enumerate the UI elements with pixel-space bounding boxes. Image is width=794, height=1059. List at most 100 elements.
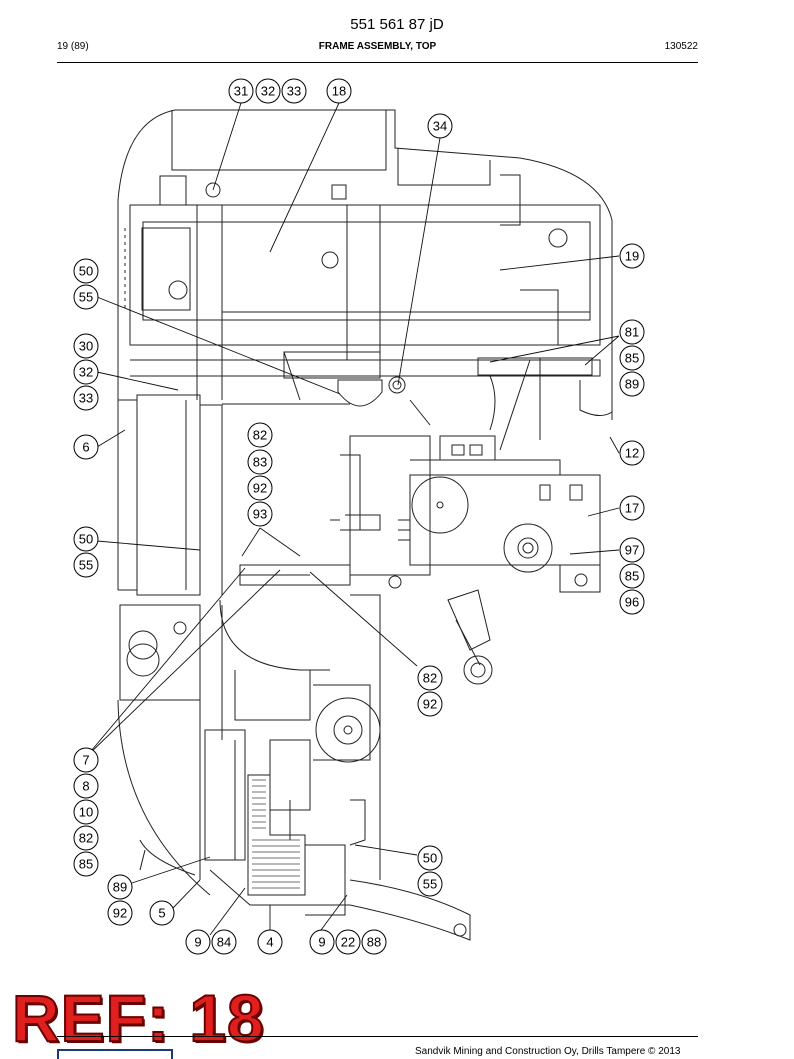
callout-label: 85	[625, 569, 639, 584]
callout-label: 4	[266, 935, 273, 950]
callout-9: 9	[185, 929, 211, 955]
callout-85: 85	[619, 345, 645, 371]
callout-label: 19	[625, 249, 639, 264]
callout-balloon	[417, 845, 443, 871]
callout-label: 82	[253, 428, 267, 443]
callout-7: 7	[73, 747, 99, 773]
callout-82: 82	[247, 422, 273, 448]
callout-label: 6	[82, 440, 89, 455]
callout-balloon	[255, 78, 281, 104]
callout-balloon	[73, 799, 99, 825]
frame-outline	[117, 109, 613, 941]
callout-label: 89	[625, 377, 639, 392]
callout-balloon	[73, 747, 99, 773]
callout-85: 85	[73, 851, 99, 877]
callout-balloon	[73, 773, 99, 799]
callout-82: 82	[417, 665, 443, 691]
callout-label: 85	[625, 351, 639, 366]
callout-label: 84	[217, 935, 231, 950]
callout-32: 32	[255, 78, 281, 104]
callout-balloon	[619, 440, 645, 466]
callout-label: 97	[625, 543, 639, 558]
callout-label: 32	[79, 365, 93, 380]
callout-balloon	[247, 475, 273, 501]
callout-label: 7	[82, 753, 89, 768]
callout-label: 5	[158, 906, 165, 921]
callout-balloon	[73, 434, 99, 460]
callout-label: 55	[79, 558, 93, 573]
callout-label: 8	[82, 779, 89, 794]
callout-12: 12	[619, 440, 645, 466]
callout-92: 92	[107, 900, 133, 926]
callout-22: 22	[335, 929, 361, 955]
page-title: FRAME ASSEMBLY, TOP	[318, 41, 437, 52]
footer-copyright: Sandvik Mining and Construction Oy, Dril…	[415, 1046, 681, 1057]
callout-label: 9	[318, 935, 325, 950]
callout-label: 81	[625, 325, 639, 340]
callout-label: 9	[194, 935, 201, 950]
callout-89: 89	[107, 874, 133, 900]
callout-label: 88	[367, 935, 381, 950]
callout-label: 31	[234, 84, 248, 99]
callout-50: 50	[417, 845, 443, 871]
callout-balloon	[73, 385, 99, 411]
callout-label: 83	[253, 455, 267, 470]
callout-label: 32	[261, 84, 275, 99]
callout-label: 92	[423, 697, 437, 712]
grill-slots	[252, 779, 300, 889]
callout-balloon	[361, 929, 387, 955]
callout-89: 89	[619, 371, 645, 397]
callout-31: 31	[228, 78, 254, 104]
callout-96: 96	[619, 589, 645, 615]
callout-balloon	[228, 78, 254, 104]
callout-84: 84	[211, 929, 237, 955]
callout-50: 50	[73, 526, 99, 552]
callout-4: 4	[257, 929, 283, 955]
callout-82: 82	[73, 825, 99, 851]
callout-label: 89	[113, 880, 127, 895]
callout-balloon	[417, 665, 443, 691]
callout-label: 12	[625, 446, 639, 461]
callout-10: 10	[73, 799, 99, 825]
callout-label: 30	[79, 339, 93, 354]
callout-label: 34	[433, 119, 447, 134]
callout-label: 85	[79, 857, 93, 872]
callout-balloon	[149, 900, 175, 926]
callout-label: 55	[79, 290, 93, 305]
callout-55: 55	[73, 552, 99, 578]
callout-81: 81	[619, 319, 645, 345]
callout-balloon	[619, 371, 645, 397]
callout-label: 82	[423, 671, 437, 686]
callout-85: 85	[619, 563, 645, 589]
callout-balloon	[247, 422, 273, 448]
callout-balloon	[427, 113, 453, 139]
callout-label: 50	[79, 532, 93, 547]
callout-label: 33	[287, 84, 301, 99]
callout-balloon	[309, 929, 335, 955]
callout-18: 18	[326, 78, 352, 104]
callout-label: 50	[79, 264, 93, 279]
callout-balloon	[247, 449, 273, 475]
callout-balloon	[73, 552, 99, 578]
footer-rule	[57, 1036, 698, 1037]
callout-55: 55	[73, 284, 99, 310]
callout-97: 97	[619, 537, 645, 563]
callout-label: 17	[625, 501, 639, 516]
callout-balloon	[619, 537, 645, 563]
callout-label: 93	[253, 507, 267, 522]
callout-93: 93	[247, 501, 273, 527]
leader-lines	[85, 102, 620, 936]
callout-balloon	[326, 78, 352, 104]
callout-balloon	[211, 929, 237, 955]
callout-33: 33	[73, 385, 99, 411]
callout-label: 33	[79, 391, 93, 406]
callout-33: 33	[281, 78, 307, 104]
callout-55: 55	[417, 871, 443, 897]
callout-balloon	[619, 345, 645, 371]
callout-19: 19	[619, 243, 645, 269]
page-number: 19 (89)	[57, 41, 89, 52]
callout-balloon	[417, 691, 443, 717]
callout-label: 50	[423, 851, 437, 866]
callout-label: 18	[332, 84, 346, 99]
callout-label: 96	[625, 595, 639, 610]
